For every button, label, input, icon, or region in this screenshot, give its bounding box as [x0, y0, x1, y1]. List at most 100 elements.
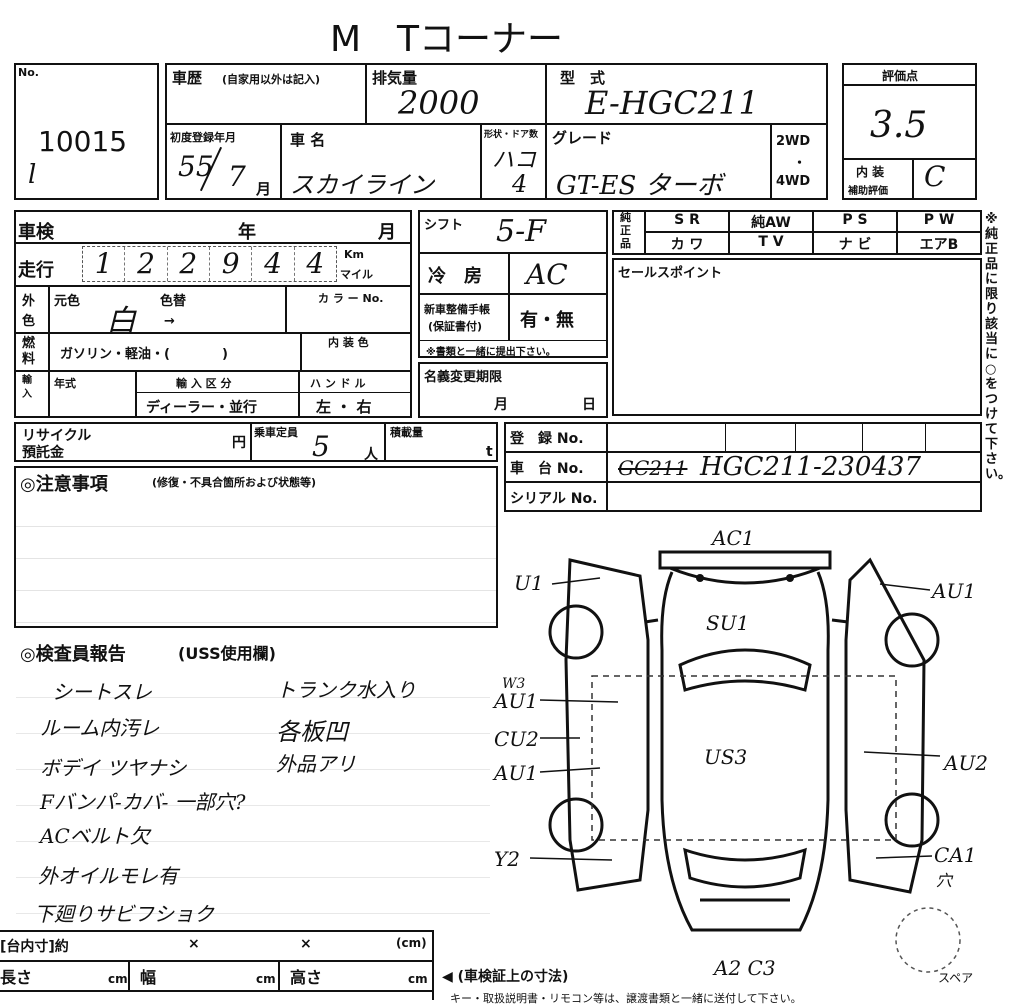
import-class-value: ディーラー・並行 — [146, 400, 258, 416]
inspection-month: 月 — [378, 222, 396, 243]
history-label: 車歴 — [172, 69, 203, 87]
dims-x1: × — [188, 936, 200, 952]
inspector-left-6: 外オイルモレ有 — [38, 864, 178, 888]
mileage-unit-km: Km — [344, 248, 364, 261]
fuel-label: 燃料 — [22, 336, 36, 367]
handle-value: 左 ・ 右 — [316, 398, 372, 416]
dims-unit: (cm) — [396, 936, 427, 950]
diagram-label-au1-mid: AU1 — [492, 689, 538, 713]
width-label: 幅 — [140, 968, 157, 987]
diagram-label-hole: 穴 — [936, 871, 954, 890]
inspector-left-1: シートスレ — [52, 680, 152, 704]
exterior-change-label: 色替 — [160, 294, 187, 309]
inspection-label: 車検 — [18, 222, 54, 243]
mileage-label: 走行 — [18, 260, 54, 281]
registration-block — [504, 422, 982, 512]
diagram-label-su1: SU1 — [706, 611, 749, 635]
manual-value: 有・無 — [520, 310, 574, 331]
recycle-sub: 預託金 — [22, 445, 64, 461]
sales-point-label: セールスポイント — [618, 266, 723, 281]
exterior-label: 外色 — [22, 294, 36, 329]
load-label: 積載量 — [390, 426, 423, 439]
first-registration-month: 7 — [228, 160, 246, 193]
diagram-label-au2: AU2 — [942, 751, 988, 775]
side-note: ※純正品に限り該当に○をつけて下さい。 — [985, 212, 1011, 482]
diagram-label-y2: Y2 — [494, 847, 520, 871]
interior-score-label-bottom: 補助評価 — [848, 186, 888, 197]
vehicle-info-grid — [165, 63, 828, 200]
genuine-item: P W — [923, 212, 955, 228]
length-unit: cm — [108, 972, 128, 986]
genuine-item: S R — [674, 212, 700, 228]
inspector-right-2: 各板凹 — [276, 718, 348, 746]
inspector-left-5: ACベルト欠 — [40, 824, 150, 848]
mileage-unit-mile: マイル — [340, 268, 373, 281]
car-name-label: 車 名 — [290, 131, 326, 149]
diagram-label-ca1: CA1 — [934, 843, 976, 867]
capacity-value: 5 — [312, 430, 330, 463]
shift-value: 5-F — [496, 214, 547, 249]
import-class-label: 輸 入 区 分 — [176, 377, 232, 390]
footer-note: キー・取扱説明書・リモコン等は、譲渡書類と一緒に送付して下さい。 — [450, 992, 802, 1005]
page-title: M Tコーナー — [330, 19, 564, 60]
height-label: 高さ — [290, 968, 323, 987]
diagram-label-a2c3: A2 C3 — [712, 956, 776, 980]
fuel-options: ガソリン・軽油・( ) — [60, 347, 228, 362]
genuine-item: エアB — [919, 237, 959, 253]
manual-label: 新車整備手帳 — [424, 303, 490, 316]
aircon-value: AC — [526, 258, 568, 291]
name-change-label: 名義変更期限 — [424, 370, 503, 385]
first-registration-year: 55 — [178, 150, 214, 183]
exterior-change-arrow: → — [164, 314, 175, 329]
inspector-note: (USS使用欄) — [178, 644, 276, 663]
mileage-digit: 1 — [83, 247, 126, 281]
import-year-label: 年式 — [54, 377, 76, 390]
manual-sub: (保証書付) — [428, 320, 483, 333]
car-diagram: AC1 U1 AU1 SU1 W3 AU1 CU2 AU1 US3 AU2 Y2… — [492, 526, 988, 985]
interior-score-label-top: 内 装 — [856, 165, 885, 179]
grade-label: グレード — [552, 129, 613, 147]
import-label: 輸入 — [22, 375, 32, 400]
interior-color-label: 内 装 色 — [328, 336, 369, 349]
drive-2wd: 2WD — [776, 134, 811, 149]
inspector-left-4: Fバンパ-カバ- 一部穴? — [40, 790, 246, 814]
history-note: (自家用以外は記入) — [222, 73, 321, 86]
spare-label: スペア — [938, 971, 973, 985]
first-registration-label: 初度登録年月 — [170, 131, 236, 144]
lot-no-label: No. — [18, 66, 39, 79]
model-value: E-HGC211 — [585, 84, 759, 122]
genuine-item: カ ワ — [670, 237, 704, 253]
genuine-item: 純AW — [751, 215, 791, 231]
color-number-label: カ ラ ー No. — [318, 292, 384, 305]
diagram-label-w3: W3 — [502, 676, 525, 692]
shift-block — [418, 210, 608, 358]
exterior-original-label: 元色 — [54, 294, 81, 309]
aircon-label: 冷 房 — [428, 266, 482, 287]
diagram-label-ac1: AC1 — [710, 526, 754, 550]
width-unit: cm — [256, 972, 276, 986]
length-label: 長さ — [0, 968, 33, 987]
mileage-digit: 4 — [252, 247, 295, 281]
diagram-label-u1: U1 — [514, 571, 544, 595]
diagram-label-cu2: CU2 — [494, 727, 539, 751]
first-registration-month-unit: 月 — [256, 180, 272, 198]
capacity-unit: 人 — [364, 447, 378, 463]
recycle-label: リサイクル — [22, 428, 92, 444]
body-type-label: 形状・ドア数 — [484, 130, 539, 140]
sales-point-box — [612, 258, 982, 416]
serial-no-label: シリアル No. — [510, 491, 598, 507]
score-value: 3.5 — [870, 105, 928, 146]
shift-label: シフト — [424, 218, 464, 233]
inspection-year: 年 — [238, 222, 256, 243]
mileage-digit: 2 — [168, 247, 210, 281]
chassis-no-label: 車 台 No. — [510, 461, 584, 477]
exterior-original-value: 白 — [106, 304, 136, 339]
height-unit: cm — [408, 972, 428, 986]
registration-no-label: 登 録 No. — [510, 431, 584, 447]
displacement-value: 2000 — [398, 84, 480, 122]
grade-value: GT-ES ターボ — [556, 171, 723, 201]
mileage-digit: 2 — [125, 247, 168, 281]
caution-note: (修復・不具合箇所および状態等) — [152, 476, 317, 489]
recycle-yen: 円 — [232, 435, 246, 451]
